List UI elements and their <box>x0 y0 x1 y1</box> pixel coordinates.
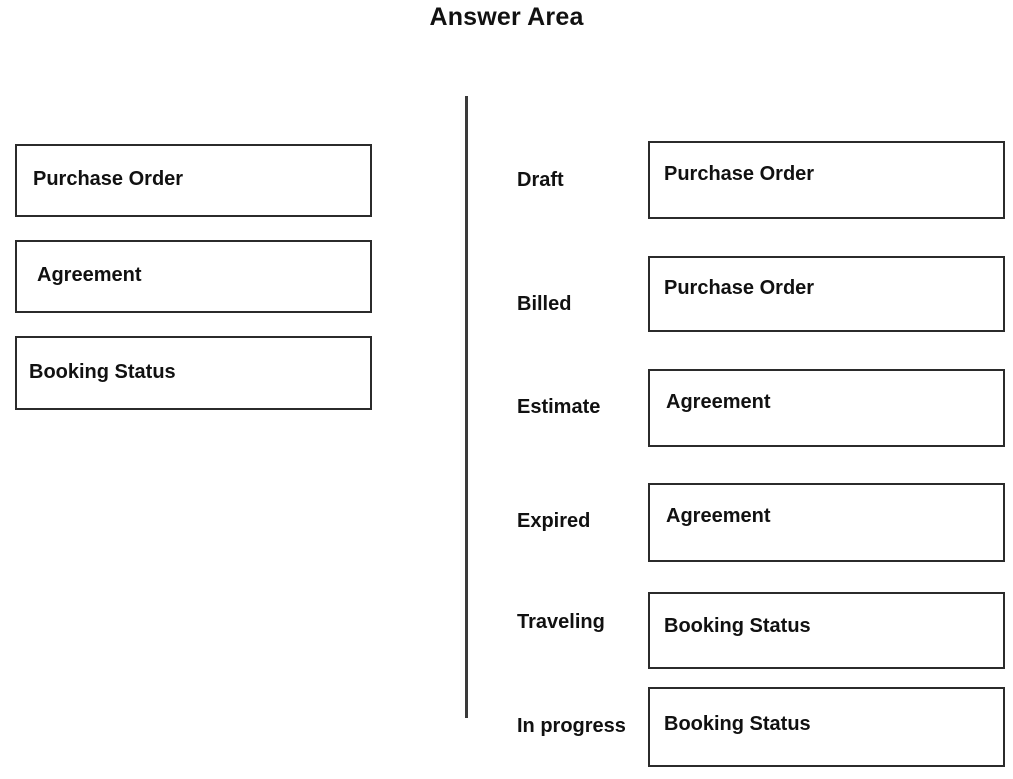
answer-row-label-in-progress: In progress <box>517 715 626 737</box>
answer-row-label-estimate: Estimate <box>517 396 601 418</box>
answer-drop-target-billed[interactable]: Purchase Order <box>648 256 1005 332</box>
answer-drop-value: Booking Status <box>664 615 811 637</box>
answer-drop-value: Agreement <box>666 505 771 527</box>
answer-drop-value: Booking Status <box>664 713 811 735</box>
answer-row-label-billed: Billed <box>517 293 572 315</box>
answer-drop-target-estimate[interactable]: Agreement <box>648 369 1005 447</box>
answer-row-label-traveling: Traveling <box>517 611 605 633</box>
answer-drop-target-in-progress[interactable]: Booking Status <box>648 687 1005 767</box>
source-box-label: Booking Status <box>29 361 176 383</box>
answer-drop-target-traveling[interactable]: Booking Status <box>648 592 1005 669</box>
vertical-divider <box>465 96 468 718</box>
source-box-purchase-order[interactable]: Purchase Order <box>15 144 372 217</box>
answer-drop-value: Purchase Order <box>664 277 815 299</box>
source-box-booking-status[interactable]: Booking Status <box>15 336 372 410</box>
source-box-label: Agreement <box>37 264 142 286</box>
source-box-agreement[interactable]: Agreement <box>15 240 372 313</box>
answer-drop-target-expired[interactable]: Agreement <box>648 483 1005 562</box>
source-box-label: Purchase Order <box>33 168 184 190</box>
answer-row-label-expired: Expired <box>517 510 591 532</box>
answer-drop-value: Purchase Order <box>664 163 815 185</box>
answer-row-label-draft: Draft <box>517 169 564 191</box>
page-title: Answer Area <box>429 3 584 31</box>
answer-drop-target-draft[interactable]: Purchase Order <box>648 141 1005 219</box>
answer-drop-value: Agreement <box>666 391 771 413</box>
